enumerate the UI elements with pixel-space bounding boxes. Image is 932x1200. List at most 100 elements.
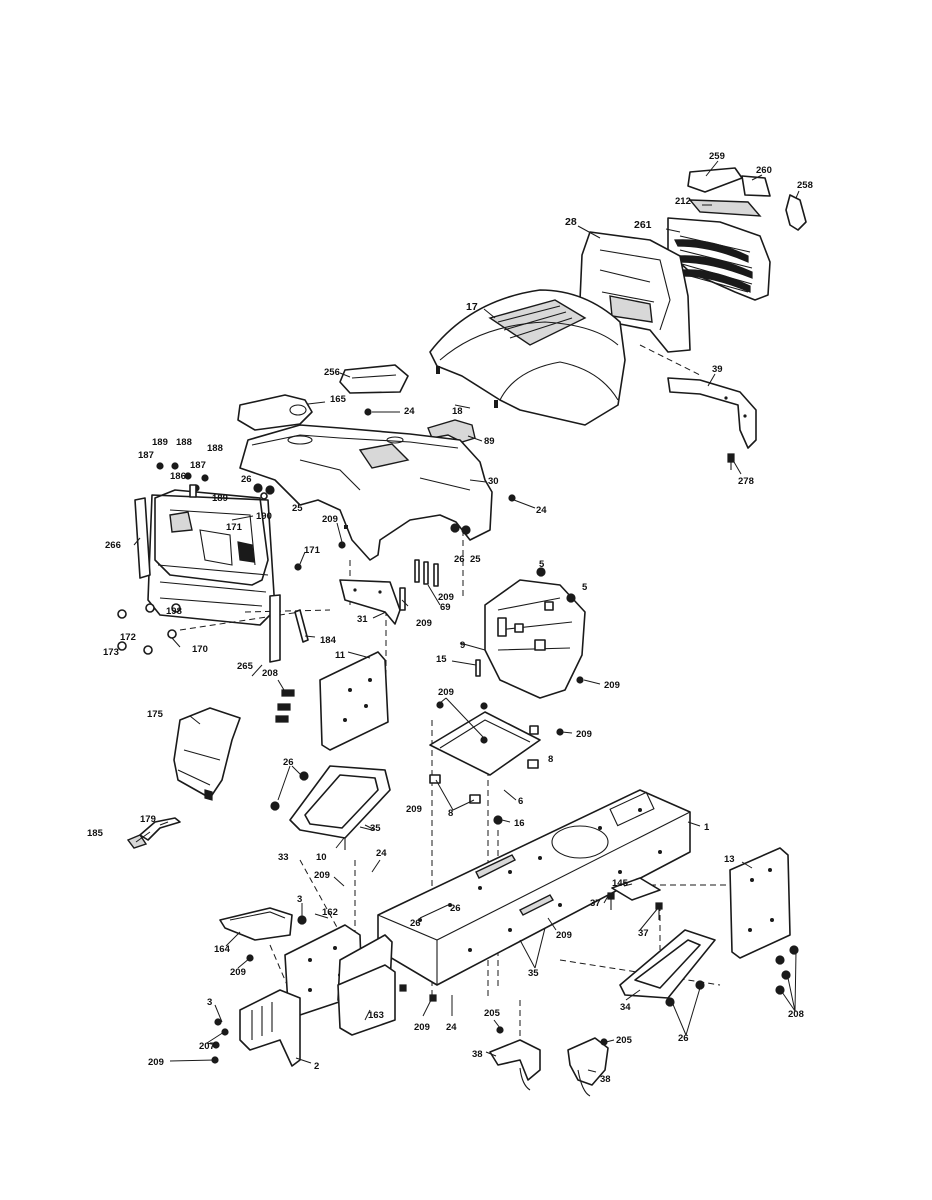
callout-209-j: 209 — [556, 930, 572, 941]
callout-24-top: 24 — [404, 406, 415, 417]
callout-15: 15 — [436, 654, 447, 665]
callout-3-b: 3 — [207, 997, 212, 1008]
callout-205-b: 205 — [616, 1035, 633, 1046]
callout-278: 278 — [738, 476, 754, 487]
bolt-278 — [727, 453, 735, 463]
lens-259 — [687, 167, 743, 193]
callout-175: 175 — [147, 709, 164, 720]
callout-209-l: 209 — [414, 1022, 430, 1033]
strip-266 — [134, 497, 151, 579]
plate-6 — [429, 701, 564, 825]
callout-190: 190 — [256, 511, 272, 522]
callout-5-b: 5 — [582, 582, 588, 593]
callout-208-b: 208 — [788, 1009, 804, 1020]
callout-37-a: 37 — [590, 898, 601, 909]
callout-34: 34 — [620, 1002, 631, 1013]
callout-38-a: 38 — [472, 1049, 483, 1060]
callout-185: 185 — [87, 828, 104, 839]
callout-188-a: 188 — [176, 437, 192, 448]
callout-2: 2 — [314, 1061, 319, 1072]
callout-26-b: 26 — [454, 554, 465, 565]
callout-171-b: 171 — [304, 545, 321, 556]
callout-35-b: 35 — [528, 968, 539, 979]
callout-172: 172 — [120, 632, 136, 643]
callout-208-a: 208 — [262, 668, 278, 679]
callout-209-f: 209 — [576, 729, 592, 740]
fender-30 — [239, 424, 493, 561]
callout-3-a: 3 — [297, 894, 302, 905]
callout-256: 256 — [324, 367, 340, 378]
bumper-2 — [211, 989, 301, 1067]
callout-24-b: 24 — [536, 505, 547, 516]
callout-209-i: 209 — [230, 967, 246, 978]
callout-209-b: 209 — [438, 592, 454, 603]
footrest-33 — [270, 765, 391, 850]
callout-13: 13 — [724, 854, 735, 865]
callout-162: 162 — [322, 907, 338, 918]
callout-212: 212 — [675, 196, 691, 207]
leader-lines — [133, 160, 800, 1073]
callout-188-b: 188 — [207, 443, 223, 454]
callout-labels: 259 260 258 212 28 261 17 39 278 256 165… — [87, 151, 813, 1085]
callout-38-b: 38 — [600, 1074, 611, 1085]
callout-186: 186 — [170, 471, 186, 482]
callout-39: 39 — [712, 364, 723, 375]
callout-171-a: 171 — [226, 522, 243, 533]
callout-30: 30 — [488, 476, 499, 487]
callout-33: 33 — [278, 852, 289, 863]
dash-panel-190 — [154, 489, 269, 586]
callout-198: 198 — [166, 606, 182, 617]
callout-209-d: 209 — [604, 680, 620, 691]
callout-207: 207 — [199, 1041, 215, 1052]
bracket-38-right — [567, 1037, 609, 1097]
callout-24-c: 24 — [376, 848, 387, 859]
callout-209-k: 209 — [148, 1057, 164, 1068]
bracket-38-left — [489, 1026, 541, 1091]
hood-17 — [429, 289, 626, 426]
callout-165: 165 — [330, 394, 347, 405]
callout-145: 145 — [612, 878, 629, 889]
callout-261: 261 — [634, 219, 652, 231]
callout-209-g: 209 — [406, 804, 422, 815]
callout-17: 17 — [466, 301, 478, 313]
bezel-212 — [688, 199, 762, 217]
callout-170: 170 — [192, 644, 208, 655]
callout-35-a: 35 — [370, 823, 381, 834]
callout-26-d: 26 — [450, 903, 461, 914]
callout-37-b: 37 — [638, 928, 649, 939]
callout-187-b: 187 — [190, 460, 206, 471]
callout-26-e: 26 — [410, 918, 421, 929]
callout-265: 265 — [237, 661, 254, 672]
callout-28: 28 — [565, 216, 577, 228]
callout-187-a: 187 — [138, 450, 154, 461]
callout-179: 179 — [140, 814, 156, 825]
cup-holder-165 — [237, 394, 313, 431]
footrest-34 — [619, 929, 716, 1007]
callout-209-h: 209 — [314, 870, 330, 881]
bracket-13 — [729, 847, 799, 995]
grille-assembly — [579, 167, 807, 353]
chute-175 — [173, 707, 241, 801]
callout-163: 163 — [368, 1010, 384, 1021]
callout-25-a: 25 — [292, 503, 303, 514]
callout-69: 69 — [440, 602, 451, 613]
bracket-39 — [667, 377, 757, 470]
callout-18: 18 — [452, 406, 463, 417]
callout-31: 31 — [357, 614, 368, 625]
engine-cover-9 — [475, 567, 586, 699]
callout-26-c: 26 — [283, 757, 294, 768]
bracket-145 — [607, 877, 663, 920]
callout-26-a: 26 — [241, 474, 252, 485]
callout-26-f: 26 — [678, 1033, 689, 1044]
callout-9: 9 — [460, 640, 465, 651]
callout-1: 1 — [704, 822, 710, 833]
callout-260: 260 — [756, 165, 772, 176]
callout-10: 10 — [316, 852, 327, 863]
callout-24-d: 24 — [446, 1022, 457, 1033]
callout-189-a: 189 — [152, 437, 168, 448]
bracket-11 — [275, 651, 389, 751]
callout-209-a: 209 — [322, 514, 338, 525]
cover-256 — [339, 364, 409, 394]
